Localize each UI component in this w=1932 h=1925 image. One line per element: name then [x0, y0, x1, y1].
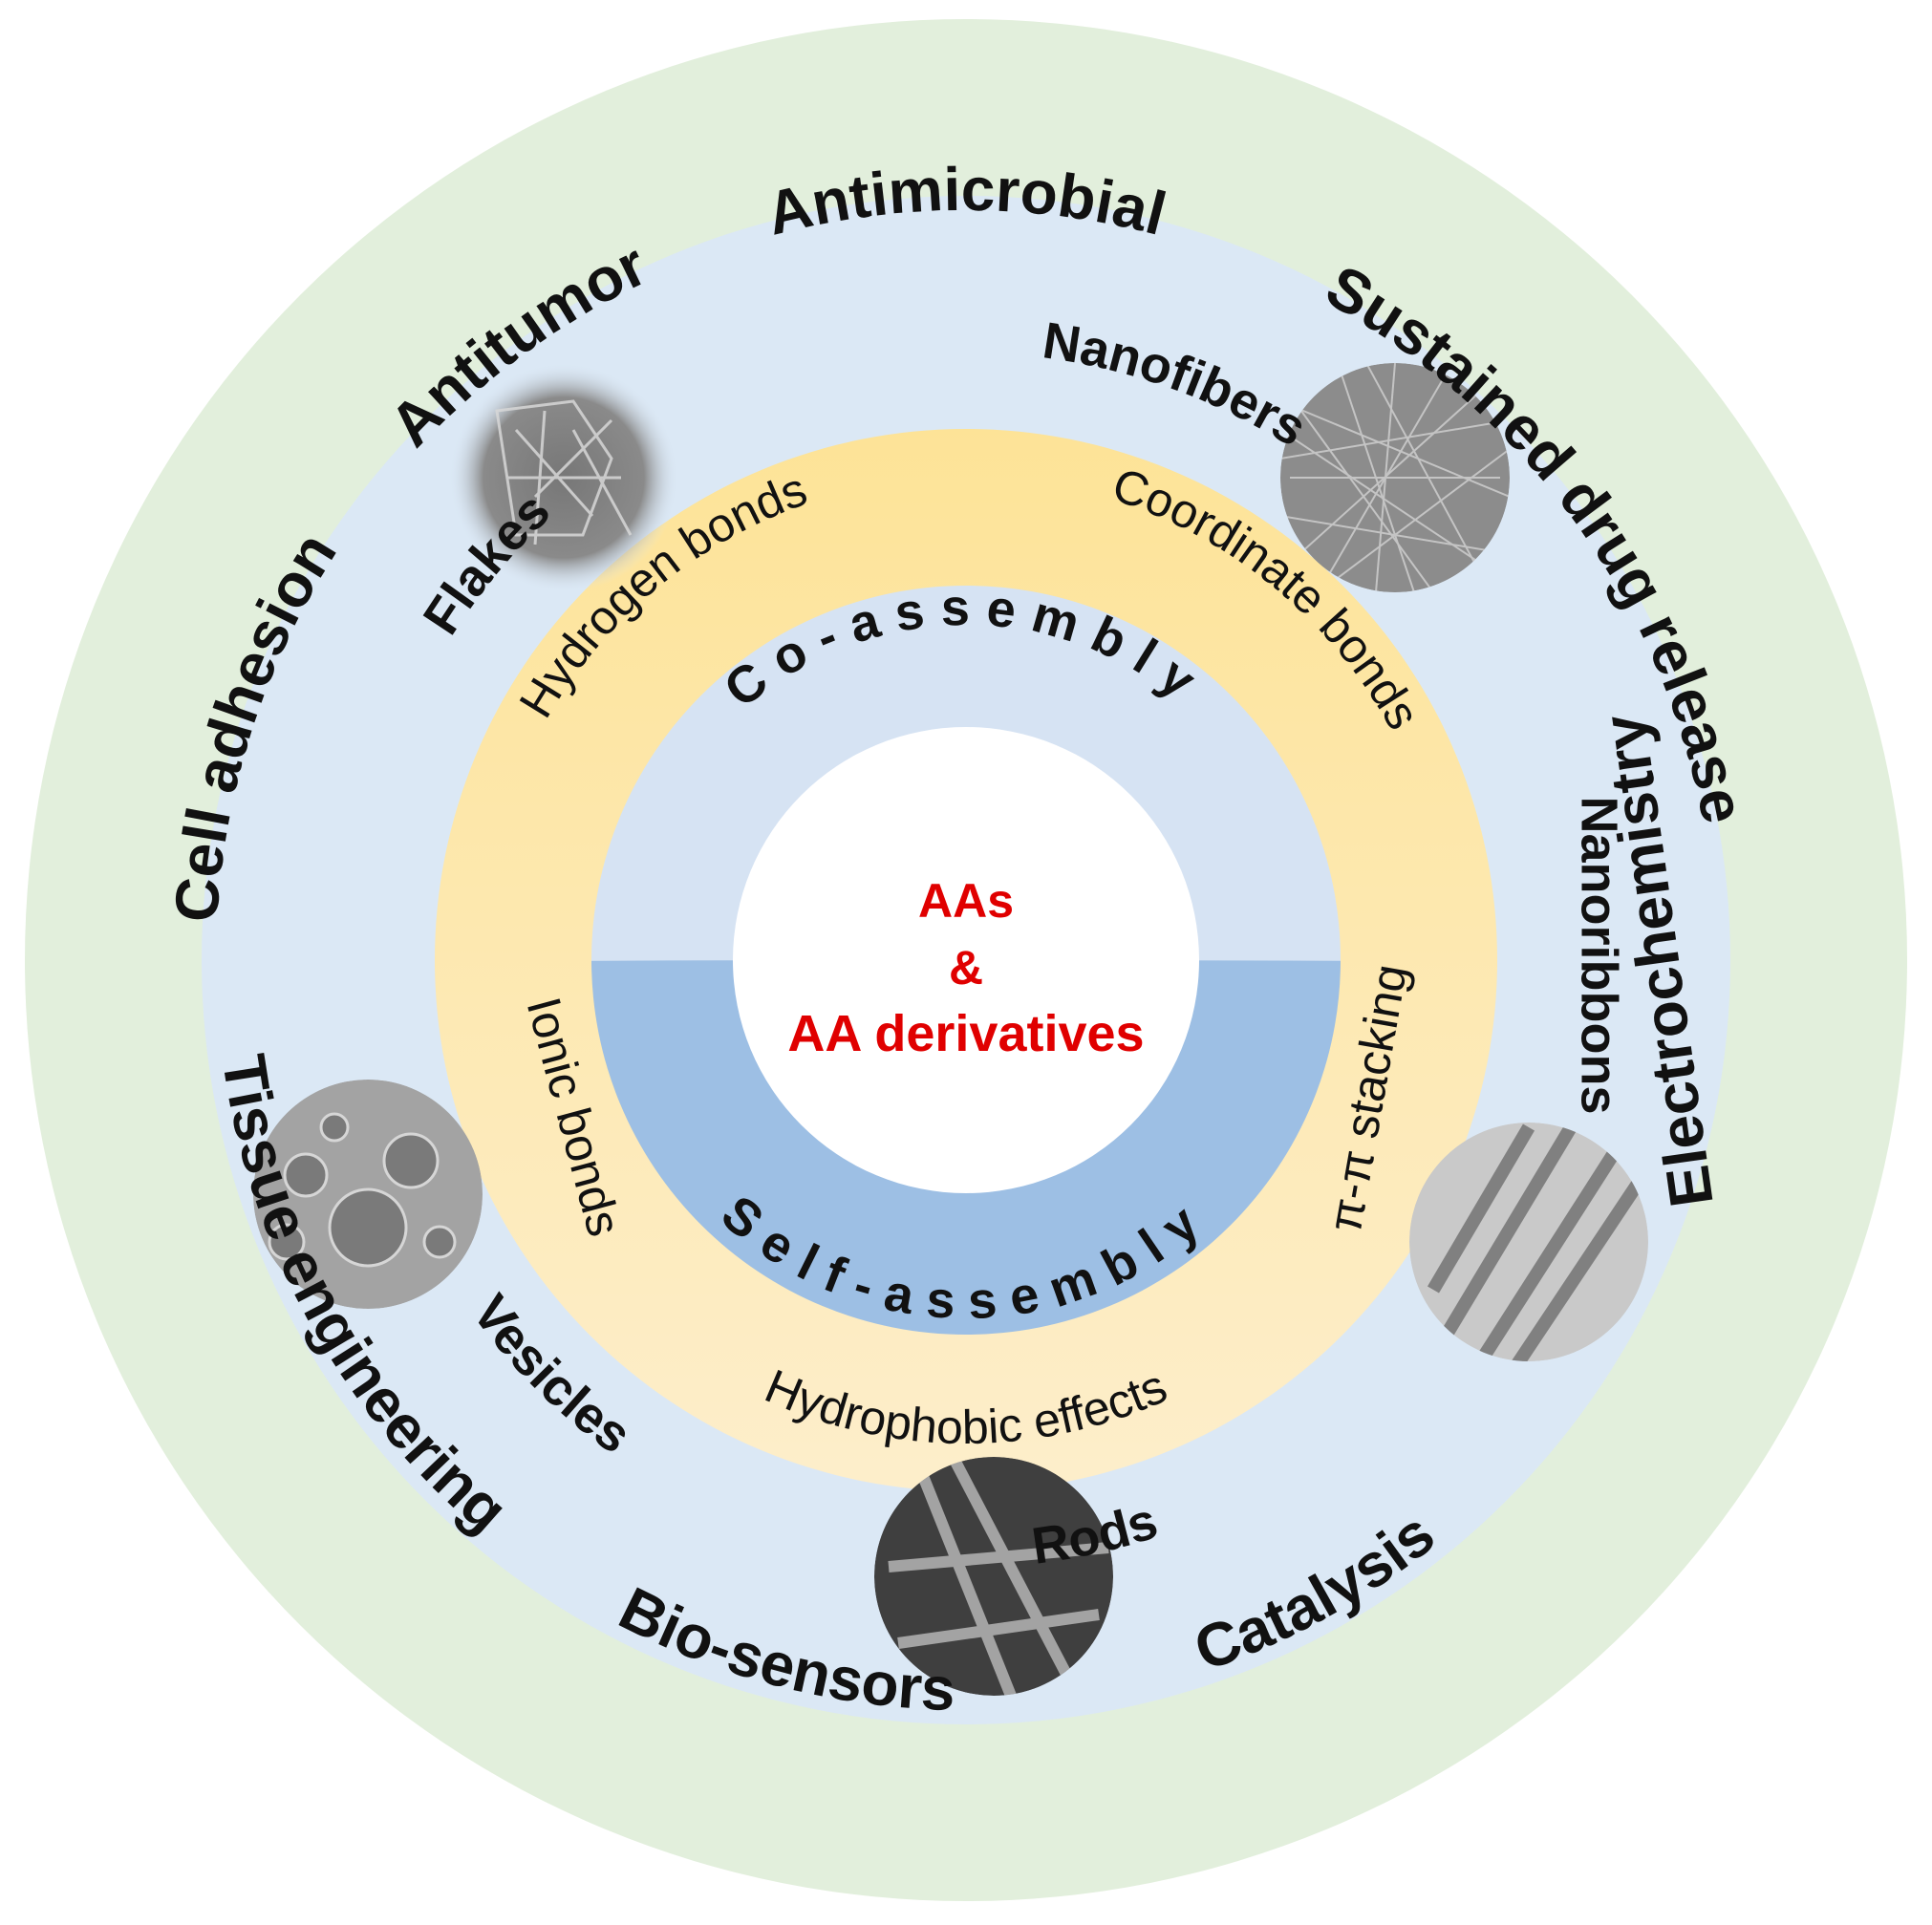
label-nanoribbons: Nanoribbons — [1571, 797, 1628, 1115]
nanoribbons-micrograph — [1409, 1123, 1648, 1361]
flakes-micrograph — [449, 363, 678, 592]
center-title-aas: AAs — [918, 874, 1014, 928]
nanofibers-micrograph — [1280, 363, 1510, 592]
vesicles-micrograph — [253, 1080, 483, 1309]
center-disc — [733, 727, 1199, 1193]
rods-micrograph — [874, 1457, 1113, 1696]
center-title-derivatives: AA derivatives — [787, 1005, 1144, 1062]
center-ampersand: & — [949, 941, 983, 995]
self-assembly-ring — [591, 960, 1341, 1335]
